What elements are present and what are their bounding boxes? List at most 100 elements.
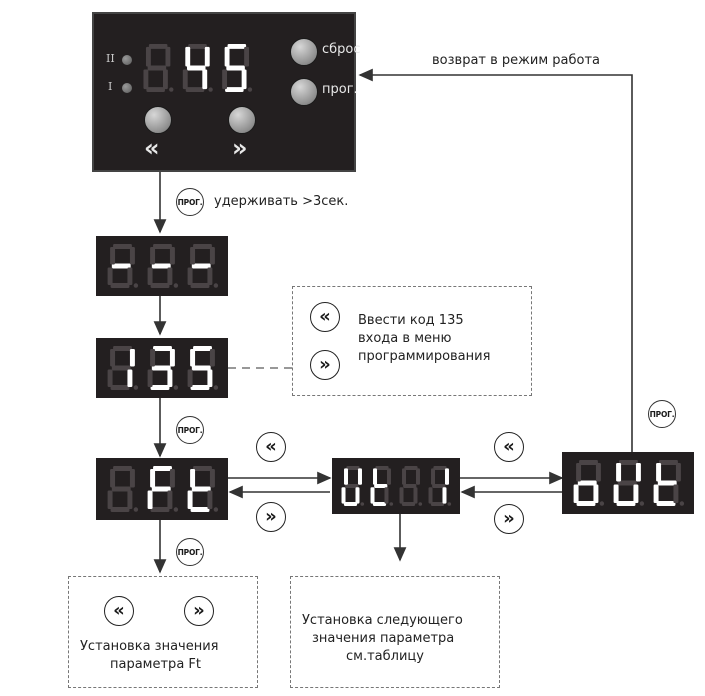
right-arrow-icon: »: [184, 596, 214, 626]
segment-d: [190, 385, 210, 390]
next-text-line2: значения параметра: [312, 631, 455, 646]
segment-f: [110, 246, 116, 265]
decimal-point: [173, 385, 179, 390]
segment-f: [431, 468, 436, 485]
segment-b: [165, 46, 171, 67]
segment-a: [113, 466, 132, 471]
display-ft: [96, 458, 228, 520]
segment-b: [204, 46, 210, 67]
ft-text-line1: Установка значения: [80, 639, 219, 654]
indicator-ii-led: [122, 55, 132, 65]
segment-b: [209, 348, 215, 367]
segment-c: [241, 69, 247, 90]
segment-c: [167, 490, 173, 510]
segment-c: [593, 484, 599, 504]
segment-f: [150, 348, 156, 367]
segment-e: [107, 490, 113, 510]
segment-f: [150, 468, 156, 488]
segment-f: [402, 468, 407, 485]
segment-c: [162, 69, 168, 90]
decimal-point: [173, 507, 179, 512]
segment-d: [576, 501, 596, 506]
segment-d: [401, 502, 416, 506]
controller-panel: II I сброс прог. « »: [92, 12, 361, 172]
segment-f: [185, 46, 191, 67]
segment-g: [617, 480, 637, 486]
prog-badge-ft-set: ПРОГ.: [176, 538, 204, 566]
prog-badge-ft: ПРОГ.: [176, 416, 204, 444]
segment-f: [224, 46, 230, 67]
main-display: [132, 36, 262, 100]
segment-c: [202, 69, 208, 90]
segment-a: [227, 44, 247, 49]
left-button[interactable]: [144, 106, 172, 134]
segment-e: [187, 369, 193, 388]
reset-button[interactable]: [290, 38, 318, 66]
segment-c: [413, 487, 418, 504]
decimal-point: [213, 283, 219, 288]
left-arrow-icon: «: [310, 302, 340, 332]
segment-e: [187, 267, 193, 286]
decimal-point: [360, 502, 365, 506]
segment-d: [225, 87, 244, 92]
segment-d: [150, 283, 170, 288]
right-arrow-icon: »: [310, 350, 340, 380]
segment-a: [579, 460, 598, 465]
segment-e: [107, 369, 113, 388]
segment-e: [147, 369, 153, 388]
decimal-point: [208, 87, 213, 92]
segment-e: [341, 487, 346, 504]
segment-c: [167, 267, 173, 286]
decimal-point: [247, 87, 253, 92]
segment-f: [576, 462, 582, 482]
segment-a: [193, 244, 212, 249]
segment-e: [187, 490, 193, 510]
reset-label: сброс: [322, 42, 361, 57]
segment-e: [147, 490, 153, 510]
segment-f: [190, 468, 196, 488]
segment-a: [346, 466, 360, 470]
segment-d: [110, 283, 130, 288]
decimal-point: [133, 283, 139, 288]
segment-a: [404, 466, 418, 470]
segment-g: [151, 486, 171, 492]
prog-button[interactable]: [290, 78, 318, 106]
left-arrow-icon: «: [256, 432, 286, 462]
segment-b: [169, 468, 175, 488]
segment-b: [635, 462, 641, 482]
segment-a: [619, 460, 638, 465]
segment-g: [111, 365, 131, 371]
segment-a: [153, 244, 172, 249]
segment-f: [110, 348, 116, 367]
segment-c: [384, 487, 389, 504]
segment-g: [191, 365, 211, 371]
arrow-return-to-panel: [358, 68, 633, 452]
segment-g: [151, 365, 171, 371]
segment-g: [226, 65, 245, 71]
decimal-point: [169, 87, 174, 92]
segment-e: [143, 69, 149, 90]
decimal-point: [173, 283, 179, 288]
indicator-i-led: [122, 83, 132, 93]
segment-g: [403, 484, 417, 488]
segment-f: [110, 468, 116, 488]
right-button[interactable]: [228, 106, 256, 134]
segment-g: [577, 480, 597, 486]
decimal-point: [447, 502, 452, 506]
right-arrow-icon: »: [494, 504, 524, 534]
segment-f: [344, 468, 349, 485]
segment-c: [127, 490, 133, 510]
segment-b: [675, 462, 681, 482]
segment-e: [428, 487, 433, 504]
ft-setting-box: [68, 576, 258, 688]
segment-f: [373, 468, 378, 485]
segment-d: [150, 385, 170, 390]
segment-b: [415, 468, 420, 485]
segment-f: [616, 462, 622, 482]
segment-b: [357, 468, 362, 485]
segment-b: [129, 246, 135, 265]
prog-badge-out: ПРОГ.: [648, 400, 676, 428]
segment-d: [430, 502, 445, 506]
segment-d: [372, 502, 387, 506]
